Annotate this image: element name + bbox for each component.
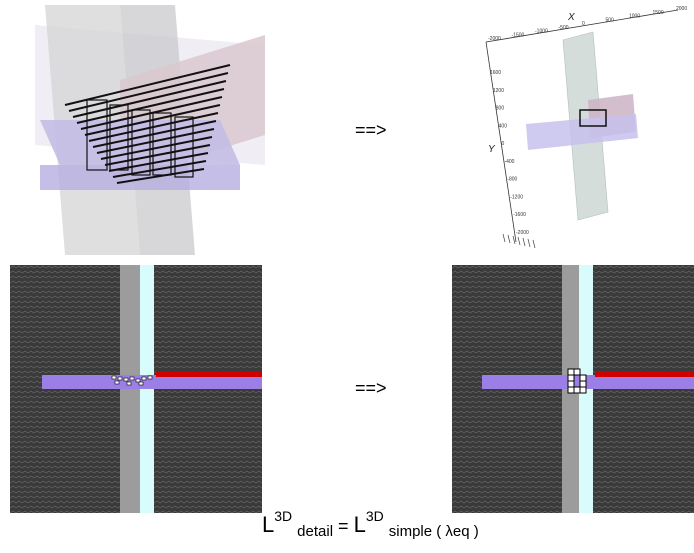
rebar-line [72,80,227,118]
formula-rhs-sup: 3D [365,508,384,524]
x-tick-label: 500 [606,17,615,23]
y-axis-label: Y [488,144,496,155]
y-tick-label: 1600 [490,70,501,76]
formula-lhs-letter: L [262,512,275,537]
formula-lhs-sub: detail [297,523,334,540]
x-tick-label: 1000 [629,14,640,20]
joint-element-grid [567,368,587,394]
y-tick-label: -1600 [513,212,526,218]
y-tick-label: 0 [502,141,505,147]
x-tick-label: -500 [559,25,569,31]
x-tick-label: -1500 [512,32,525,38]
x-tick-labels: -2000 -1500 -1000 -500 0 500 1000 1500 2000 [488,6,687,42]
x-axis-label: X [567,12,575,23]
x-tick-label: 0 [582,21,585,27]
x-tick-label: 2000 [676,6,687,12]
tick-hatch [502,233,536,249]
stirrup-boxes [86,99,194,178]
formula-rhs-letter: L [353,512,366,537]
arrow-top: ==> [355,120,387,140]
rebar-line [92,120,217,148]
rebar-line [76,88,225,124]
detailed-2d-plan [10,265,262,513]
beam-bottom-face [40,165,240,190]
beam-purple-part [526,114,638,150]
rebar-line [68,72,229,112]
beam-column-joint-box [579,109,607,127]
beam-purple-face [40,120,240,165]
y-tick-label: -800 [507,177,517,183]
y-tick-label: -1200 [510,194,523,200]
red-strip [156,371,262,377]
y-tick-label: -400 [504,159,514,165]
x-tick-label: 1500 [653,10,664,16]
rebar-line [108,152,209,172]
x-axis-line [485,9,679,43]
red-strip [595,371,694,377]
rebar-line [96,128,215,154]
equivalence-formula: L3D detail = L3D simple ( λeq ) [262,508,479,540]
rebar-line [112,160,207,178]
arrow-bottom: ==> [355,378,387,398]
simplified-3d-plot: -2000 -1500 -1000 -500 0 500 1000 1500 2000 1600… [485,6,687,249]
y-tick-label: -2000 [516,230,529,236]
x-tick-label: -2000 [488,36,501,42]
rebar-line [116,168,205,184]
y-tick-label: 400 [499,123,508,129]
formula-equals: = [338,516,349,536]
y-axis-line [485,41,517,243]
rebar-line [64,64,231,106]
x-tick-label: -1000 [535,29,548,35]
rebar-pattern [111,375,153,386]
y-tick-labels: 1600 1200 800 400 0 -400 -800 -1200 -1600 -2000 [490,70,529,236]
simplified-2d-plan [452,265,694,513]
y-tick-label: 800 [496,106,505,112]
formula-lhs-sup: 3D [274,508,293,524]
purple-beam [42,375,262,389]
purple-beam [482,375,694,389]
y-tick-label: 1200 [493,88,504,94]
formula-rhs-sub: simple ( λeq ) [388,523,479,540]
detailed-3d-model [35,5,265,255]
rebar-line [80,96,223,130]
